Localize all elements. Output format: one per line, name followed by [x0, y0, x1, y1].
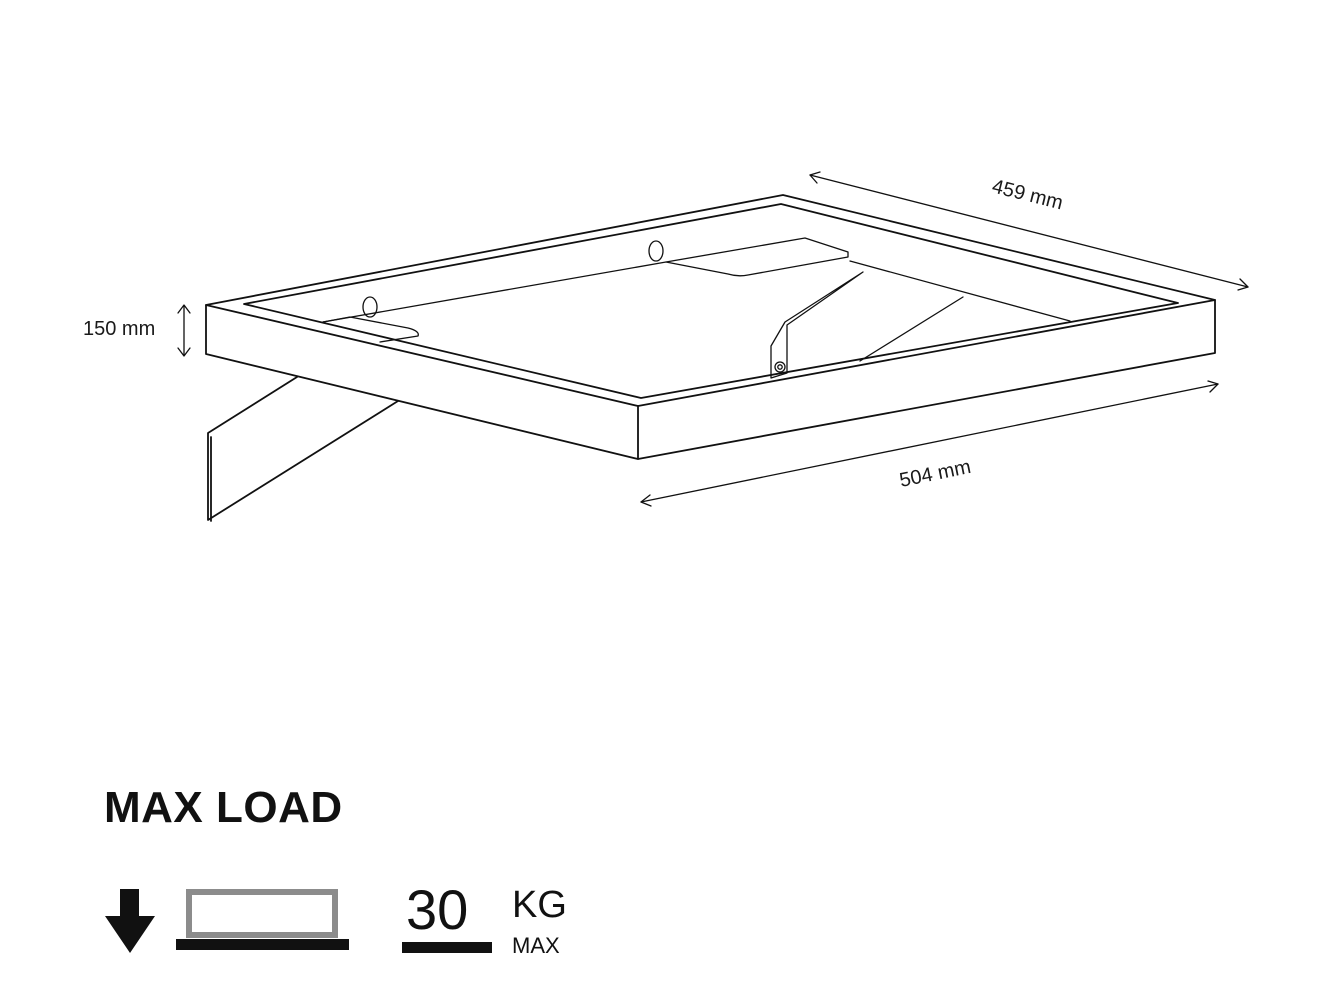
tray-side-face — [637, 299, 1216, 460]
depth-arrow-start — [809, 171, 821, 184]
load-value: 30 — [406, 878, 469, 941]
right-screw-icon — [648, 240, 664, 262]
load-base-bar — [176, 939, 349, 950]
load-value-underline — [402, 942, 492, 953]
width-dim-line — [640, 383, 1219, 503]
depth-label: 459 mm — [990, 176, 1065, 215]
load-box-icon — [186, 889, 338, 938]
width-dimension: 504 mm — [640, 380, 1219, 507]
depth-arrow-end — [1237, 278, 1249, 291]
width-arrow-end — [1207, 380, 1219, 393]
down-arrow-icon — [105, 889, 155, 953]
bracket-bolt-icon — [774, 361, 786, 373]
bracket-bolt-inner — [777, 364, 783, 370]
bracket-plate — [207, 376, 399, 521]
tray-front-face — [205, 304, 639, 460]
width-label: 504 mm — [898, 456, 973, 492]
tray-inner-rim — [243, 203, 1179, 399]
height-arrow-top — [177, 304, 191, 314]
height-arrow-bottom — [177, 347, 191, 357]
max-load-title: MAX LOAD — [104, 783, 343, 832]
left-screw-icon — [362, 296, 378, 318]
inner-bracket — [770, 271, 864, 379]
side-wall-line — [849, 260, 1071, 322]
left-mount-plate — [322, 316, 419, 343]
inner-bracket-lower — [859, 296, 964, 362]
height-dimension: 150 mm — [83, 304, 191, 357]
width-arrow-start — [640, 494, 652, 507]
depth-dimension: 459 mm — [809, 171, 1249, 291]
tray-outer-rim — [205, 194, 1216, 407]
load-qualifier: MAX — [512, 933, 560, 958]
height-label: 150 mm — [83, 318, 155, 340]
shelf-tray — [205, 194, 1216, 460]
back-wall-line — [322, 261, 667, 323]
load-icons — [105, 889, 349, 953]
load-unit: KG — [512, 884, 567, 926]
tray-interior — [322, 237, 1071, 379]
depth-dim-line — [809, 174, 1249, 288]
right-mount-plate — [665, 237, 849, 277]
wall-bracket — [207, 376, 399, 522]
